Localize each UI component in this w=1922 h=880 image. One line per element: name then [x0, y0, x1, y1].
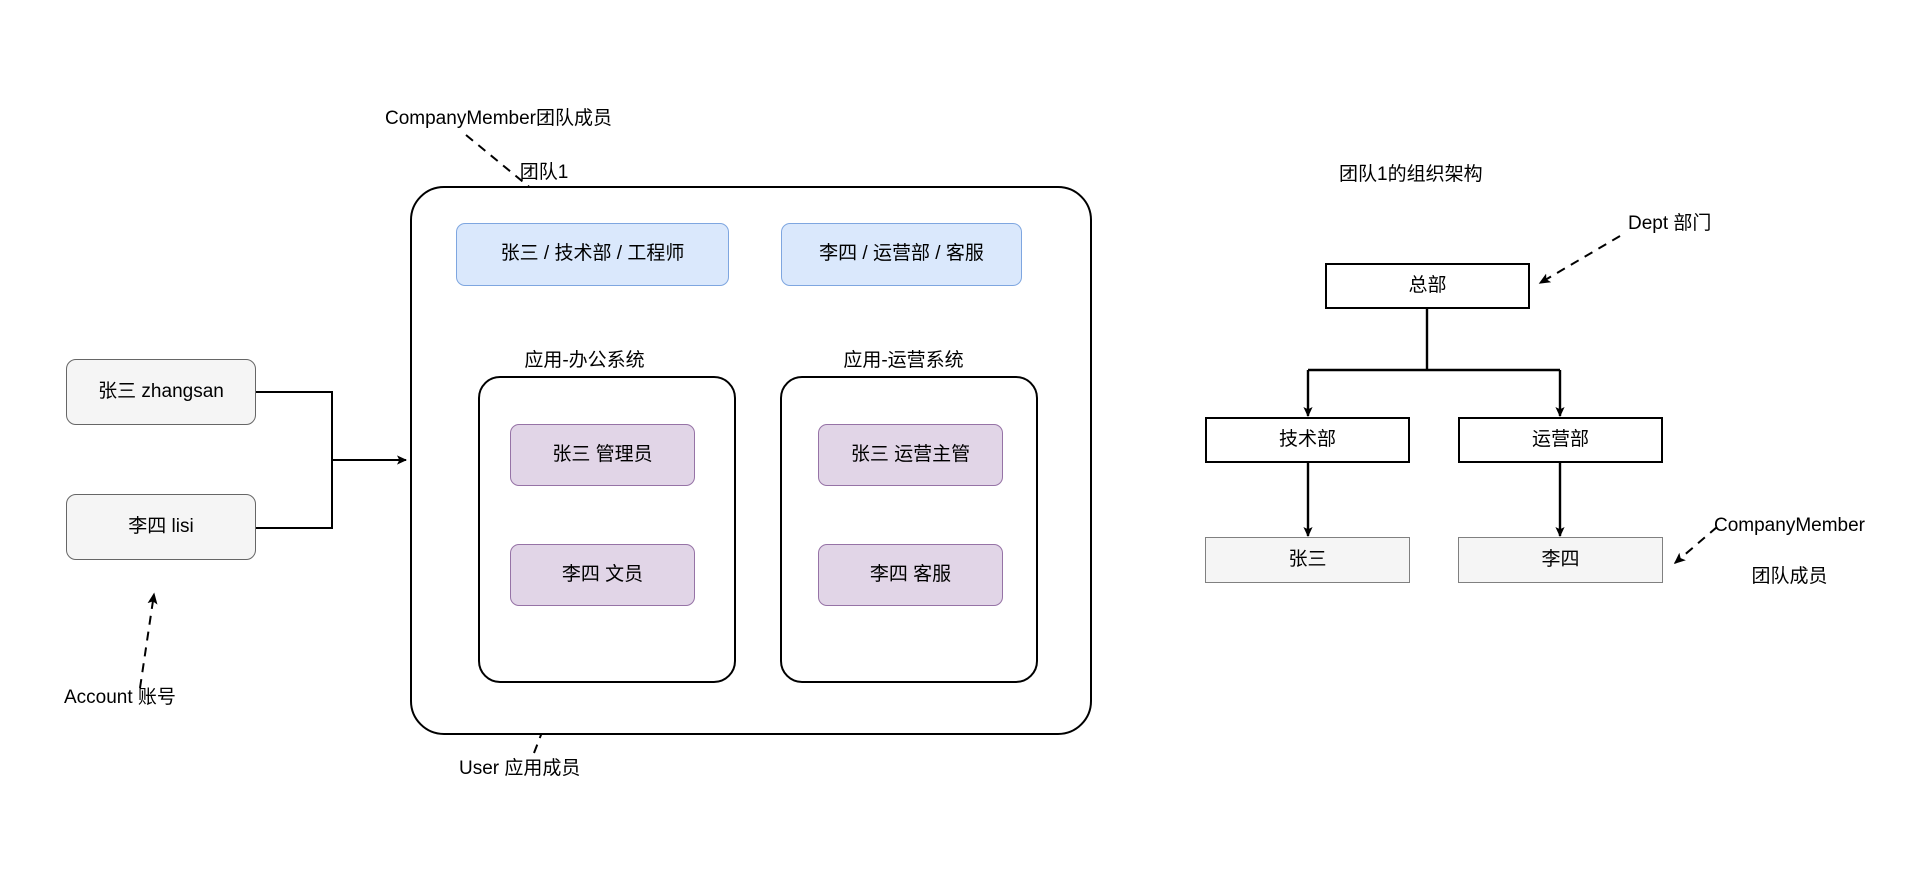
app-user-label: 张三 管理员 — [552, 443, 653, 465]
org-node-label: 总部 — [1408, 274, 1447, 296]
wire-company-member-right-annotation — [1673, 526, 1718, 564]
org-node-label: 技术部 — [1278, 428, 1336, 450]
company-member-annotation-label: CompanyMember团队成员 — [385, 108, 612, 129]
company-member-right-line1: CompanyMember — [1714, 514, 1865, 536]
org-node-label: 张三 — [1288, 548, 1327, 570]
account-annotation-label: Account 账号 — [64, 687, 176, 708]
company-member-right-annotation: CompanyMember 团队成员 — [1714, 487, 1865, 615]
app-user-pill-operation-lead[interactable]: 张三 运营主管 — [818, 424, 1003, 486]
org-node-label: 运营部 — [1531, 428, 1589, 450]
app-user-label: 李四 文员 — [561, 563, 644, 585]
team-member-pill-lisi[interactable]: 李四 / 运营部 / 客服 — [781, 223, 1022, 286]
team-member-label: 李四 / 运营部 / 客服 — [819, 243, 984, 265]
account-box-zhangsan[interactable]: 张三 zhangsan — [66, 359, 256, 425]
app-title-office: 应用-办公系统 — [524, 350, 645, 371]
app-container-office — [478, 376, 736, 683]
org-node-label: 李四 — [1541, 548, 1580, 570]
account-label: 张三 zhangsan — [98, 380, 224, 402]
app-user-pill-office-clerk[interactable]: 李四 文员 — [510, 544, 695, 606]
app-title-operation: 应用-运营系统 — [843, 350, 964, 371]
app-container-operation — [780, 376, 1038, 683]
org-node-member-zhangsan[interactable]: 张三 — [1205, 537, 1410, 583]
wire-account-zhangsan — [255, 391, 333, 460]
app-user-pill-office-admin[interactable]: 张三 管理员 — [510, 424, 695, 486]
wire-dept-annotation — [1538, 235, 1621, 284]
app-user-label: 张三 运营主管 — [850, 443, 971, 465]
account-box-lisi[interactable]: 李四 lisi — [66, 494, 256, 560]
wire-account-lisi — [255, 460, 333, 529]
org-chart-title: 团队1的组织架构 — [1339, 164, 1483, 185]
team-title: 团队1 — [519, 162, 569, 183]
org-node-headquarters[interactable]: 总部 — [1325, 263, 1530, 309]
dept-annotation-label: Dept 部门 — [1628, 213, 1712, 234]
org-node-member-lisi[interactable]: 李四 — [1458, 537, 1663, 583]
wire-account-annotation — [139, 592, 158, 689]
company-member-right-line2: 团队成员 — [1751, 565, 1828, 587]
team-member-pill-zhangsan[interactable]: 张三 / 技术部 / 工程师 — [456, 223, 729, 286]
team-member-label: 张三 / 技术部 / 工程师 — [500, 243, 685, 265]
app-user-label: 李四 客服 — [869, 563, 952, 585]
org-node-dept-operation[interactable]: 运营部 — [1458, 417, 1663, 463]
user-annotation-label: User 应用成员 — [459, 758, 581, 779]
org-node-dept-tech[interactable]: 技术部 — [1205, 417, 1410, 463]
account-label: 李四 lisi — [128, 515, 194, 537]
app-user-pill-operation-support[interactable]: 李四 客服 — [818, 544, 1003, 606]
